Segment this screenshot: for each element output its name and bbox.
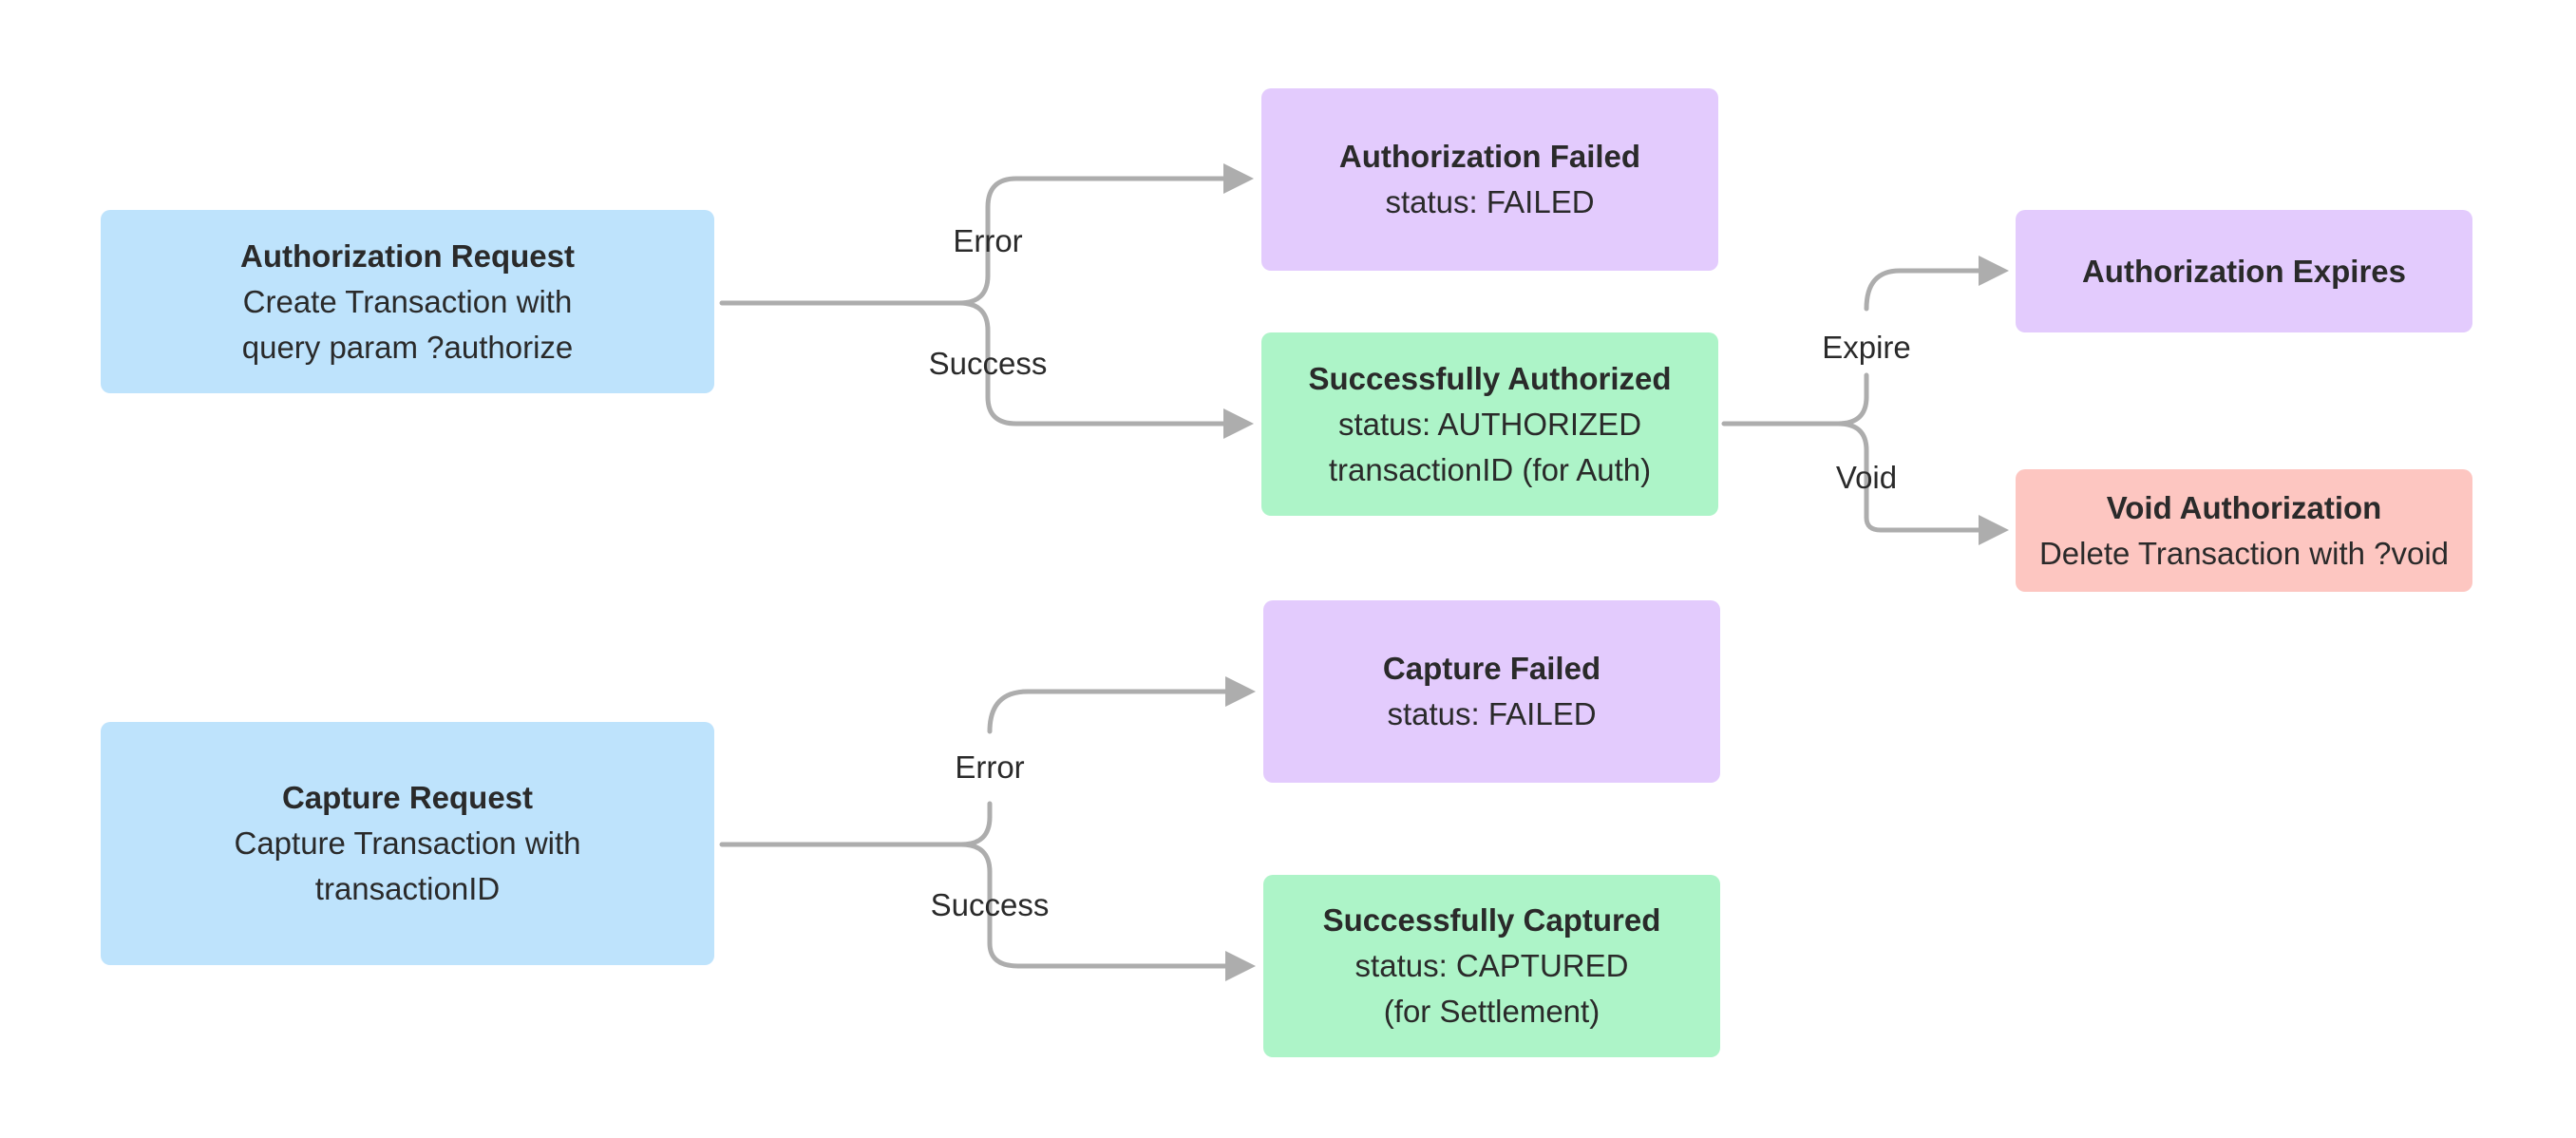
edge-label-void: Void bbox=[1835, 460, 1898, 495]
edge-authorized-main bbox=[1721, 394, 1869, 427]
edge-label-capture-success: Success bbox=[930, 887, 1050, 922]
edge-label-auth-error: Error bbox=[953, 223, 1023, 258]
authorization-request-title: Authorization Request bbox=[240, 237, 575, 274]
edge-auth-main bbox=[719, 273, 991, 306]
successfully-authorized-transaction-id: transactionID (for Auth) bbox=[1328, 451, 1652, 487]
capture-request-line-2: transactionID bbox=[314, 871, 501, 906]
authorization-expires-title: Authorization Expires bbox=[2081, 253, 2407, 289]
arrowhead-void bbox=[1979, 515, 2009, 545]
successfully-authorized-node: Successfully Authorized status: AUTHORIZ… bbox=[1261, 332, 1718, 516]
arrowhead-capture-error bbox=[1225, 676, 1256, 707]
successfully-captured-title: Successfully Captured bbox=[1322, 902, 1661, 938]
edge-label-auth-success: Success bbox=[928, 346, 1048, 381]
authorization-request-node: Authorization Request Create Transaction… bbox=[101, 210, 714, 393]
authorization-failed-title: Authorization Failed bbox=[1338, 139, 1641, 174]
void-authorization-title: Void Authorization bbox=[2106, 489, 2382, 525]
successfully-captured-note: (for Settlement) bbox=[1383, 994, 1601, 1029]
edge-void bbox=[1835, 421, 1988, 533]
capture-failed-status: status: FAILED bbox=[1387, 696, 1597, 731]
successfully-captured-status: status: CAPTURED bbox=[1354, 948, 1629, 983]
authorization-failed-status: status: FAILED bbox=[1385, 184, 1595, 219]
arrowhead-expire bbox=[1979, 256, 2009, 286]
authorization-request-line-1: Create Transaction with bbox=[242, 283, 573, 319]
capture-request-title: Capture Request bbox=[281, 780, 534, 815]
void-authorization-node: Void Authorization Delete Transaction wi… bbox=[2016, 469, 2472, 592]
capture-failed-title: Capture Failed bbox=[1382, 651, 1601, 686]
edge-label-capture-error: Error bbox=[955, 749, 1025, 785]
edge-capture-error bbox=[987, 689, 1235, 820]
capture-request-line-1: Capture Transaction with bbox=[234, 825, 581, 861]
arrowhead-auth-success bbox=[1223, 408, 1254, 439]
authorization-failed-node: Authorization Failed status: FAILED bbox=[1261, 88, 1718, 271]
successfully-authorized-title: Successfully Authorized bbox=[1308, 360, 1672, 396]
authorization-request-line-2: query param ?authorize bbox=[241, 329, 574, 365]
authorization-expires-node: Authorization Expires bbox=[2016, 210, 2472, 332]
edge-label-expire: Expire bbox=[1822, 330, 1911, 365]
edge-auth-success bbox=[957, 300, 1233, 427]
arrowhead-capture-success bbox=[1225, 951, 1256, 981]
edge-auth-error bbox=[985, 176, 1233, 278]
edge-capture-main bbox=[719, 814, 993, 847]
capture-failed-node: Capture Failed status: FAILED bbox=[1263, 600, 1720, 783]
arrowhead-auth-error bbox=[1223, 163, 1254, 194]
void-authorization-detail: Delete Transaction with ?void bbox=[2038, 535, 2450, 571]
edge-capture-success bbox=[958, 842, 1235, 969]
successfully-captured-node: Successfully Captured status: CAPTURED (… bbox=[1263, 875, 1720, 1057]
capture-request-node: Capture Request Capture Transaction with… bbox=[101, 722, 714, 965]
successfully-authorized-status: status: AUTHORIZED bbox=[1337, 406, 1642, 442]
